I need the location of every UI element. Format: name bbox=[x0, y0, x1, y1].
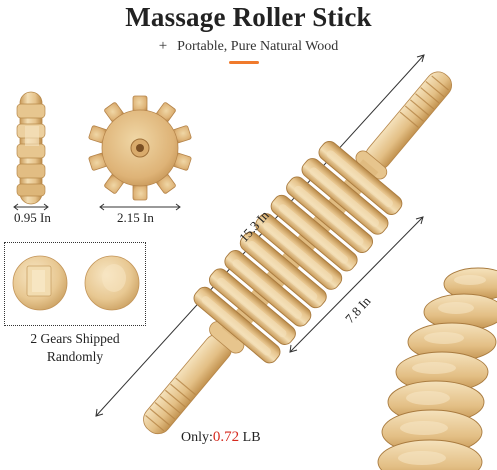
gear-samples-box bbox=[4, 242, 146, 326]
gear-front-view bbox=[88, 95, 192, 201]
total-length-dimension bbox=[95, 54, 425, 417]
subtitle-text: Portable, Pure Natural Wood bbox=[177, 39, 339, 54]
plus-icon: + bbox=[158, 38, 168, 54]
page-title: Massage Roller Stick bbox=[125, 2, 372, 32]
weight-value: 0.72 bbox=[212, 429, 240, 445]
weight-info: Only:0.72 LB bbox=[181, 429, 261, 446]
weight-unit: LB bbox=[242, 430, 261, 445]
roller-length-dimension bbox=[289, 216, 424, 353]
subtitle: + Portable, Pure Natural Wood bbox=[0, 38, 497, 55]
weight-label: Only: bbox=[181, 430, 213, 445]
side-width-label: 0.95 In bbox=[14, 210, 51, 225]
roller-stick bbox=[143, 71, 453, 435]
roller-closeup bbox=[377, 267, 497, 470]
gear-diameter-label: 2.15 In bbox=[117, 210, 154, 225]
side-width-dimension bbox=[13, 203, 49, 211]
gear-diameter-dimension bbox=[99, 203, 181, 211]
gear-type-round bbox=[84, 255, 140, 311]
gears-note-line2: Randomly bbox=[46, 349, 104, 364]
gears-note-line1: 2 Gears Shipped bbox=[30, 331, 120, 346]
accent-underline bbox=[229, 61, 259, 64]
gear-side-view bbox=[16, 91, 46, 205]
gear-type-square bbox=[12, 255, 68, 311]
gears-note: 2 Gears Shipped Randomly bbox=[0, 330, 150, 366]
